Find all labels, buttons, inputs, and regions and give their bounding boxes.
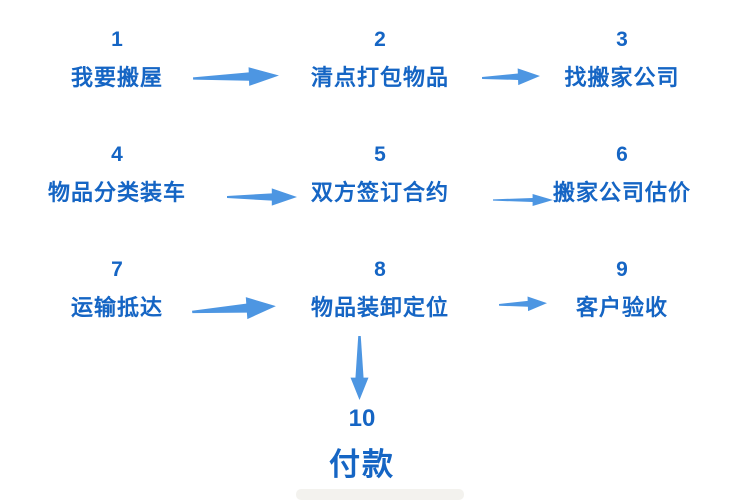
step-number: 1	[111, 28, 123, 51]
step-label: 物品装卸定位	[310, 295, 449, 320]
arrow-right-icon	[498, 292, 548, 316]
flow-step-4: 4 物品分类装车	[17, 142, 217, 207]
step-number: 9	[616, 258, 628, 281]
step-label: 付款	[329, 447, 395, 482]
step-number: 8	[374, 258, 386, 281]
step-label: 搬家公司估价	[552, 180, 691, 205]
step-number: 10	[348, 405, 376, 432]
step-number: 7	[111, 258, 123, 281]
step-number: 6	[616, 143, 628, 166]
step-label: 找搬家公司	[564, 65, 680, 90]
arrow-right-icon	[227, 184, 297, 210]
flow-step-7: 7 运输抵达	[17, 257, 217, 322]
flow-step-8: 8 物品装卸定位	[280, 257, 480, 322]
step-number: 4	[111, 143, 123, 166]
step-label: 我要搬屋	[70, 65, 163, 90]
step-number: 3	[616, 28, 628, 51]
step-label: 双方签订合约	[310, 180, 449, 205]
step-number: 5	[374, 143, 386, 166]
arrow-down-icon	[346, 336, 373, 400]
arrow-right-icon	[493, 190, 553, 210]
flow-step-3: 3 找搬家公司	[522, 27, 722, 92]
step-label: 物品分类装车	[47, 180, 186, 205]
arrow-right-icon	[192, 62, 280, 93]
flow-step-9: 9 客户验收	[522, 257, 722, 322]
arrow-right-icon	[481, 64, 541, 90]
step-label: 客户验收	[575, 295, 668, 320]
flow-step-10: 10 付款	[262, 405, 462, 484]
flow-step-1: 1 我要搬屋	[17, 27, 217, 92]
flow-step-6: 6 搬家公司估价	[522, 142, 722, 207]
cut-off-artifact	[296, 489, 464, 500]
flow-step-2: 2 清点打包物品	[280, 27, 480, 92]
arrow-right-icon	[191, 291, 277, 327]
step-number: 2	[374, 28, 386, 51]
step-label: 清点打包物品	[310, 65, 449, 90]
step-label: 运输抵达	[70, 295, 163, 320]
flow-step-5: 5 双方签订合约	[280, 142, 480, 207]
